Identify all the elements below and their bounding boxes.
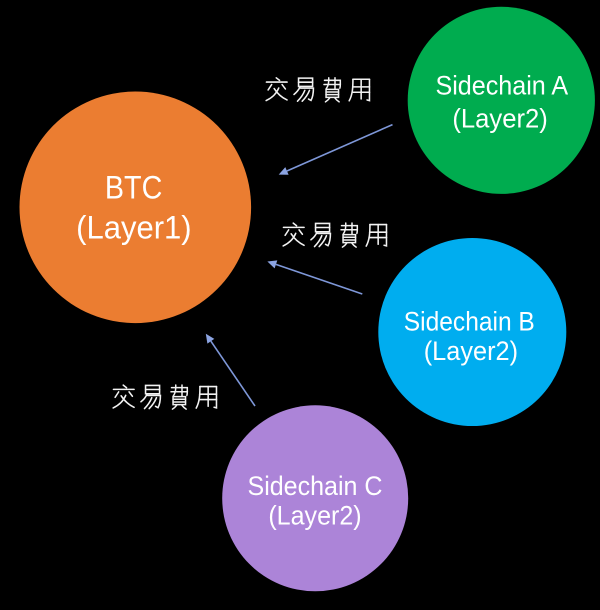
svg-text:(Layer2): (Layer2) (452, 104, 548, 134)
svg-text:(Layer2): (Layer2) (268, 501, 361, 531)
svg-text:(Layer1): (Layer1) (76, 210, 192, 246)
svg-text:BTC: BTC (105, 169, 162, 205)
svg-text:Sidechain B: Sidechain B (404, 307, 535, 337)
svg-text:(Layer2): (Layer2) (424, 336, 518, 366)
svg-text:Sidechain A: Sidechain A (435, 71, 568, 101)
svg-text:Sidechain C: Sidechain C (248, 471, 383, 501)
